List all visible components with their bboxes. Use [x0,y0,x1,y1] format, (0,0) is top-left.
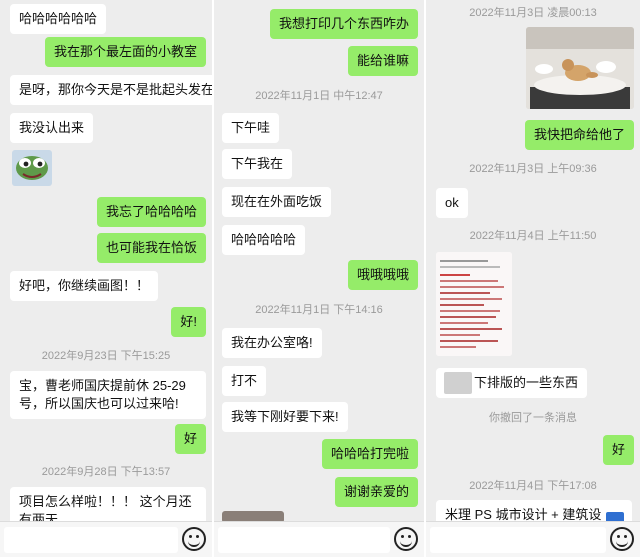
timestamp: 2022年11月1日 中午12:47 [255,90,383,102]
message-outgoing[interactable]: 好 [174,424,206,454]
message-incoming[interactable]: 我等下刚好要下来! [222,402,348,432]
dog-photo-image [526,27,634,109]
chat-panel-3: 2022年11月3日 凌晨00:13 我快把命给他了 2022年11月3日 上午… [426,0,640,557]
recall-notice: 你撤回了一条消息 [489,412,577,424]
document-image [436,252,512,356]
message-incoming[interactable]: 我在办公室咯! [222,328,322,358]
dog-photo[interactable] [526,27,634,109]
message-incoming[interactable]: 现在在外面吃饭 [222,187,332,217]
message-outgoing[interactable]: 好! [171,307,206,337]
frog-sticker[interactable] [12,150,52,186]
message-incoming[interactable]: 哈哈哈哈哈 [222,225,306,255]
chat-panel-1: 哈哈哈哈哈哈 我在那个最左面的小教室 是呀，那你今天是不是批起头发在 我没认出来… [0,0,212,557]
input-bar [0,521,212,557]
message-outgoing[interactable]: 我快把命给他了 [524,120,634,150]
image-thumbnail[interactable] [222,511,284,523]
message-incoming[interactable]: 我没认出来 [10,113,94,143]
message-outgoing[interactable]: 哦哦哦哦 [347,260,418,290]
input-bar [426,521,640,557]
input-bar [214,521,424,557]
timestamp: 2022年11月3日 上午09:36 [469,163,597,175]
timestamp: 2022年11月3日 凌晨00:13 [469,7,597,19]
message-outgoing[interactable]: 我忘了哈哈哈哈 [96,197,206,227]
message-input[interactable] [430,527,606,553]
message-outgoing[interactable]: 我在那个最左面的小教室 [44,37,206,67]
message-incoming[interactable]: 哈哈哈哈哈哈 [10,4,107,34]
timestamp: 2022年9月23日 下午15:25 [41,350,171,362]
blurred-area [444,372,472,394]
emoji-icon[interactable] [182,527,206,551]
message-outgoing[interactable]: 谢谢亲爱的 [334,477,418,507]
message-input[interactable] [218,527,390,553]
message-outgoing[interactable]: 也可能我在恰饭 [96,233,206,263]
chat-panel-2: 我想打印几个东西咋办 能给谁嘛 2022年11月1日 中午12:47 下午哇 下… [214,0,424,557]
message-input[interactable] [4,527,178,553]
message-incoming[interactable]: ok [436,188,468,218]
message-incoming[interactable]: 宝，曹老师国庆提前休 25-29 号，所以国庆也可以过来哈! [10,371,206,419]
timestamp: 2022年9月28日 下午13:57 [41,466,171,478]
message-outgoing[interactable]: 能给谁嘛 [347,46,418,76]
emoji-icon[interactable] [394,527,418,551]
message-incoming[interactable]: 下午哇 [222,113,280,143]
message-outgoing[interactable]: 我想打印几个东西咋办 [269,9,418,39]
timestamp: 2022年11月4日 上午11:50 [469,230,597,242]
timestamp: 2022年11月4日 下午17:08 [469,480,597,492]
message-incoming[interactable]: 下排版的一些东西 [436,368,588,398]
frog-sticker-icon [16,156,48,180]
message-incoming[interactable]: 下午我在 [222,149,293,179]
message-incoming[interactable]: 好吧，你继续画图！！ [10,271,159,301]
emoji-icon[interactable] [610,527,634,551]
message-incoming[interactable]: 打不 [222,366,267,396]
timestamp: 2022年11月1日 下午14:16 [255,304,383,316]
message-outgoing[interactable]: 好 [602,435,634,465]
message-outgoing[interactable]: 哈哈哈打完啦 [321,439,418,469]
document-screenshot[interactable] [436,252,512,356]
message-incoming[interactable]: 是呀，那你今天是不是批起头发在 [10,75,212,105]
